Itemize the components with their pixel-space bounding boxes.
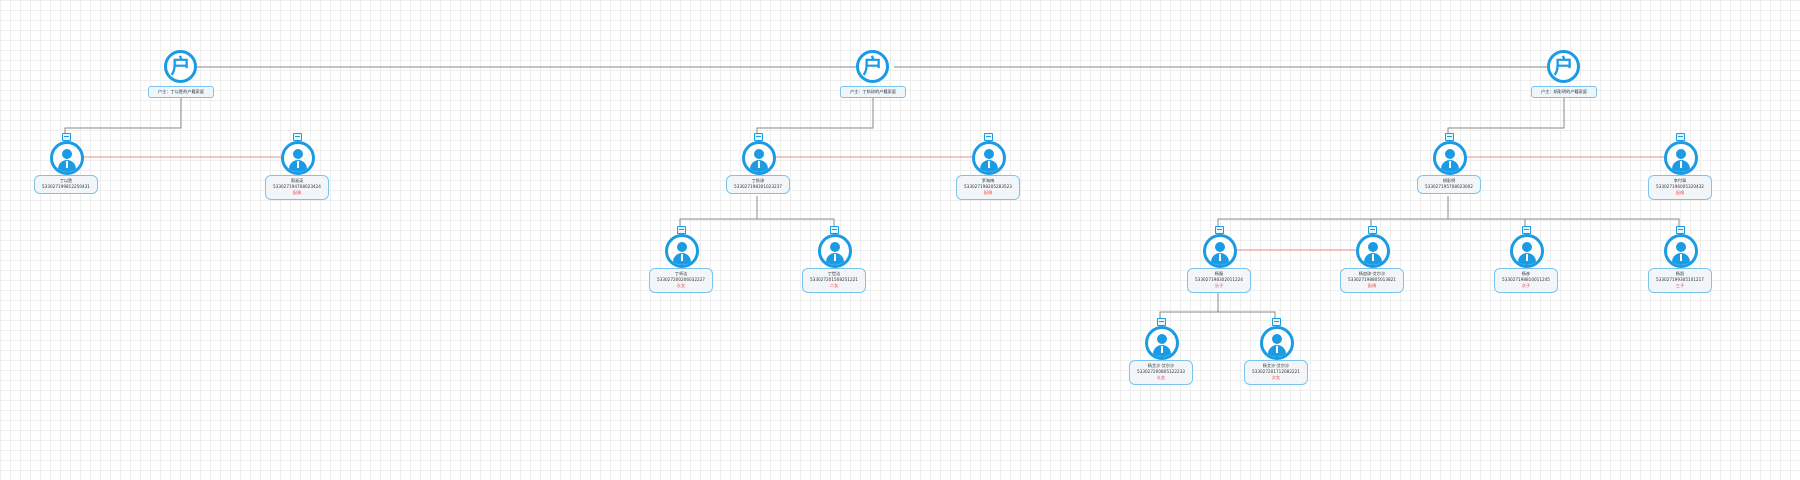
person-card: 杨彦 533027198810011245 次子: [1494, 268, 1558, 293]
person-id-number: 533027198205283523: [964, 184, 1012, 189]
person-id-number: 533027194708023424: [273, 184, 321, 189]
person-card: 李付翠 533027196005320432 配偶: [1648, 175, 1712, 200]
id-card-icon: [984, 133, 993, 141]
person-relation: 配偶: [1367, 283, 1377, 288]
id-card-icon: [62, 133, 71, 141]
parent-child-link: [757, 218, 835, 227]
person-card: 周淑英 533027194708023424 配偶: [265, 175, 329, 200]
parent-child-link: [1448, 218, 1680, 227]
person-name: 罗海梅: [981, 178, 995, 183]
person-avatar-icon: [818, 234, 852, 268]
person-name: 胡彩明: [1442, 178, 1456, 183]
id-card-icon: [830, 226, 839, 234]
person-card: 丁世洁 533027201508251221 二女: [802, 268, 866, 293]
parent-child-link: [1217, 196, 1449, 227]
household-icon: 户: [164, 50, 197, 83]
person-relation: 长女: [1156, 375, 1166, 380]
person-id-number: 533027196005320432: [1656, 184, 1704, 189]
id-card-icon: [1368, 226, 1377, 234]
id-card-icon: [754, 133, 763, 141]
person-name: 丁秋琼: [751, 178, 765, 183]
household-label: 户主：丁秋琼的户籍家庭: [840, 86, 906, 98]
person-card: 杨艾沙·艾尔沙 533027200805122233 长女: [1129, 360, 1193, 385]
person-name: 周淑英: [290, 178, 304, 183]
person-card: 杨磊 533027198302011224 长子: [1187, 268, 1251, 293]
person-name: 杨凯: [1675, 271, 1685, 276]
household-icon: 户: [1547, 50, 1580, 83]
person-name: 李付翠: [1673, 178, 1687, 183]
person-avatar-icon: [1356, 234, 1390, 268]
person-avatar-icon: [1664, 141, 1698, 175]
person-name: 杨磊: [1214, 271, 1224, 276]
person-avatar-icon: [281, 141, 315, 175]
person-name: 丁卓洁: [674, 271, 688, 276]
person-relation: 三子: [1675, 283, 1685, 288]
household-head-link: [1447, 96, 1565, 134]
person-name: 杨加琼·艾尔沙: [1358, 271, 1386, 276]
parent-child-link: [1218, 311, 1276, 319]
person-relation: 二女: [829, 283, 839, 288]
person-card: 胡彩明 533027195708023002: [1417, 175, 1481, 194]
person-card: 杨加琼·艾尔沙 533027198805013821 配偶: [1340, 268, 1404, 293]
person-card: 罗海梅 533027198205283523 配偶: [956, 175, 1020, 200]
person-card: 丁卓洁 533027200206032227 长女: [649, 268, 713, 293]
person-avatar-icon: [1203, 234, 1237, 268]
household-label: 户主：胡彩明的户籍家庭: [1531, 86, 1597, 98]
person-relation: 长女: [676, 283, 686, 288]
person-avatar-icon: [972, 141, 1006, 175]
person-relation: 次女: [1271, 375, 1281, 380]
person-name: 杨彦: [1521, 271, 1531, 276]
person-avatar-icon: [1145, 326, 1179, 360]
household-head-link: [64, 96, 182, 134]
person-avatar-icon: [50, 141, 84, 175]
person-relation: 配偶: [292, 190, 302, 195]
person-id-number: 533027200206032227: [657, 277, 705, 282]
person-id-number: 533027201508251221: [810, 277, 858, 282]
person-relation: 配偶: [983, 190, 993, 195]
id-card-icon: [677, 226, 686, 234]
person-relation: 配偶: [1675, 190, 1685, 195]
person-avatar-icon: [1433, 141, 1467, 175]
person-id-number: 533027195708023002: [1425, 184, 1473, 189]
person-id-number: 533027201712082221: [1252, 369, 1300, 374]
person-id-number: 533027198302011224: [1195, 277, 1243, 282]
person-name: 丁以胜: [59, 178, 73, 183]
person-card: 杨艾沙·艾尔沙 533027201712082221 次女: [1244, 360, 1308, 385]
person-card: 丁秋琼 533027198301023237: [726, 175, 790, 194]
person-id-number: 533027198810011245: [1502, 277, 1550, 282]
id-card-icon: [1157, 318, 1166, 326]
id-card-icon: [1522, 226, 1531, 234]
person-id-number: 533027198805013821: [1348, 277, 1396, 282]
household-head-link: [756, 96, 874, 134]
person-avatar-icon: [742, 141, 776, 175]
person-card: 丁以胜 533027199812250431: [34, 175, 98, 194]
person-card: 杨凯 533027199305101217 三子: [1648, 268, 1712, 293]
id-card-icon: [1445, 133, 1454, 141]
person-name: 杨艾沙·艾尔沙: [1147, 363, 1175, 368]
person-relation: 长子: [1214, 283, 1224, 288]
id-card-icon: [1676, 226, 1685, 234]
person-name: 丁世洁: [827, 271, 841, 276]
person-avatar-icon: [1510, 234, 1544, 268]
parent-child-link: [679, 196, 758, 227]
household-label: 户主：丁以胜的户籍家庭: [148, 86, 214, 98]
person-name: 杨艾沙·艾尔沙: [1262, 363, 1290, 368]
id-card-icon: [1272, 318, 1281, 326]
person-id-number: 533027199305101217: [1656, 277, 1704, 282]
id-card-icon: [293, 133, 302, 141]
person-id-number: 533027199812250431: [42, 184, 90, 189]
person-avatar-icon: [1260, 326, 1294, 360]
id-card-icon: [1676, 133, 1685, 141]
person-relation: 次子: [1521, 283, 1531, 288]
person-id-number: 533027198301023237: [734, 184, 782, 189]
household-icon: 户: [856, 50, 889, 83]
id-card-icon: [1215, 226, 1224, 234]
person-avatar-icon: [665, 234, 699, 268]
parent-child-link: [1159, 289, 1219, 319]
person-id-number: 533027200805122233: [1137, 369, 1185, 374]
person-avatar-icon: [1664, 234, 1698, 268]
